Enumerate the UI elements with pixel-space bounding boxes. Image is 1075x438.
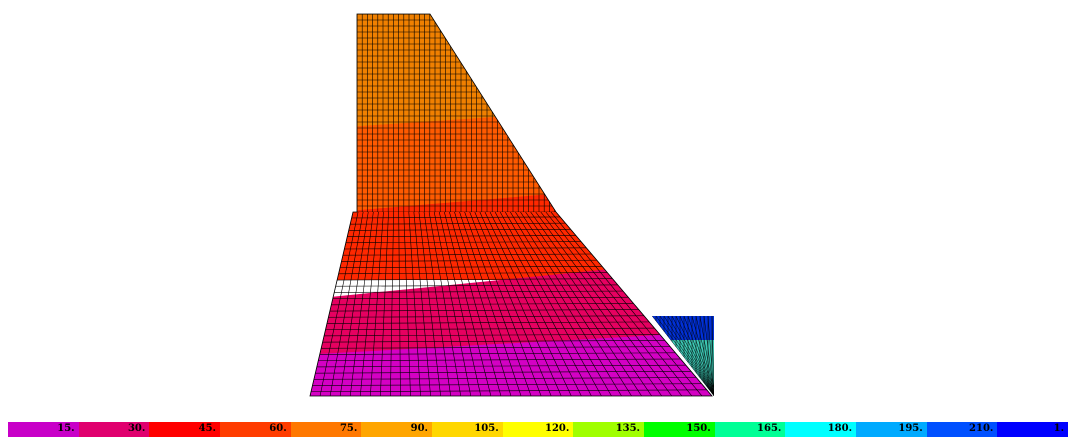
dam-outline <box>309 13 713 397</box>
legend-label: 180. <box>827 423 853 434</box>
legend-label: 165. <box>757 423 782 434</box>
legend-segment: 105. <box>432 422 503 437</box>
legend-label: 90. <box>410 423 429 434</box>
legend-segment: 45. <box>149 422 221 437</box>
legend-segment: 75. <box>290 422 362 437</box>
legend-segment: 90. <box>361 422 433 437</box>
legend-segment: 1. <box>997 422 1069 437</box>
contour-band-upper <box>357 110 556 212</box>
legend-segment: 15. <box>8 422 79 437</box>
model-viewport[interactable] <box>0 0 1075 412</box>
dam-upper-section <box>357 14 556 212</box>
legend-label: 120. <box>545 423 570 434</box>
legend-segment: 195. <box>856 422 927 437</box>
dam-lower-section <box>310 212 712 396</box>
legend-label: 105. <box>474 423 499 434</box>
legend-label: 15. <box>57 423 75 434</box>
contour-band-bottom <box>310 330 712 396</box>
color-scale-legend: 15. 30. 45. 60. 75. 90. 105. 120. 135. 150. 165. 18… <box>8 422 1069 437</box>
legend-segment: 150. <box>644 422 715 437</box>
legend-segment: 210. <box>926 422 998 437</box>
contour-band-top <box>357 14 556 130</box>
legend-label: 195. <box>898 423 923 434</box>
contour-band-mid <box>310 212 712 280</box>
legend-label: 75. <box>339 423 358 434</box>
legend-segment: 165. <box>714 422 786 437</box>
legend-label: 135. <box>615 423 641 434</box>
legend-segment: 30. <box>78 422 150 437</box>
legend-label: 60. <box>269 423 287 434</box>
legend-label: 45. <box>198 423 217 434</box>
legend-segment: 135. <box>573 422 645 437</box>
legend-label: 30. <box>127 423 146 434</box>
legend-label: 150. <box>686 423 711 434</box>
legend-segment: 180. <box>785 422 857 437</box>
legend-segment: 120. <box>502 422 574 437</box>
legend-segment: 60. <box>220 422 291 437</box>
legend-label: 1. <box>1053 423 1065 434</box>
legend-label: 210. <box>969 423 994 434</box>
